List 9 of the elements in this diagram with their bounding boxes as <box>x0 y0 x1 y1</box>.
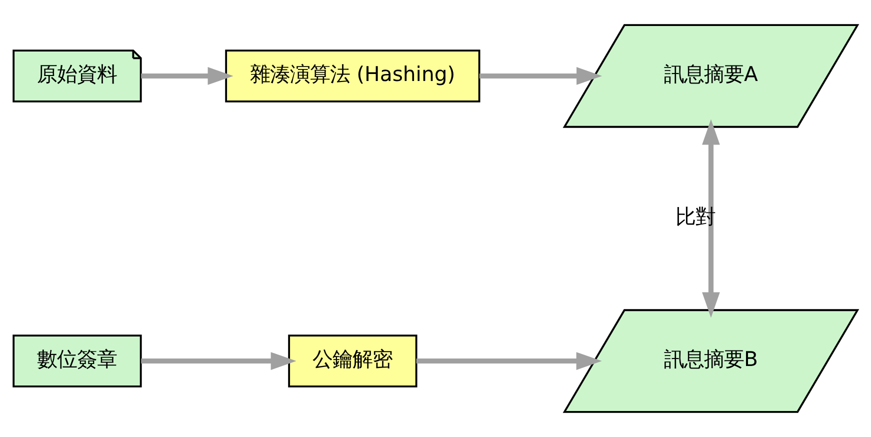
node-box: 數位簽章 <box>12 334 142 388</box>
arrow <box>416 352 602 370</box>
arrow <box>141 352 296 370</box>
arrow <box>141 67 234 85</box>
arrow <box>479 67 602 85</box>
arrow <box>702 119 720 318</box>
edge-label: 比對 <box>676 204 716 228</box>
node-box: 雜湊演算法 (Hashing) <box>225 50 480 102</box>
node-box: 公鑰解密 <box>288 334 418 388</box>
